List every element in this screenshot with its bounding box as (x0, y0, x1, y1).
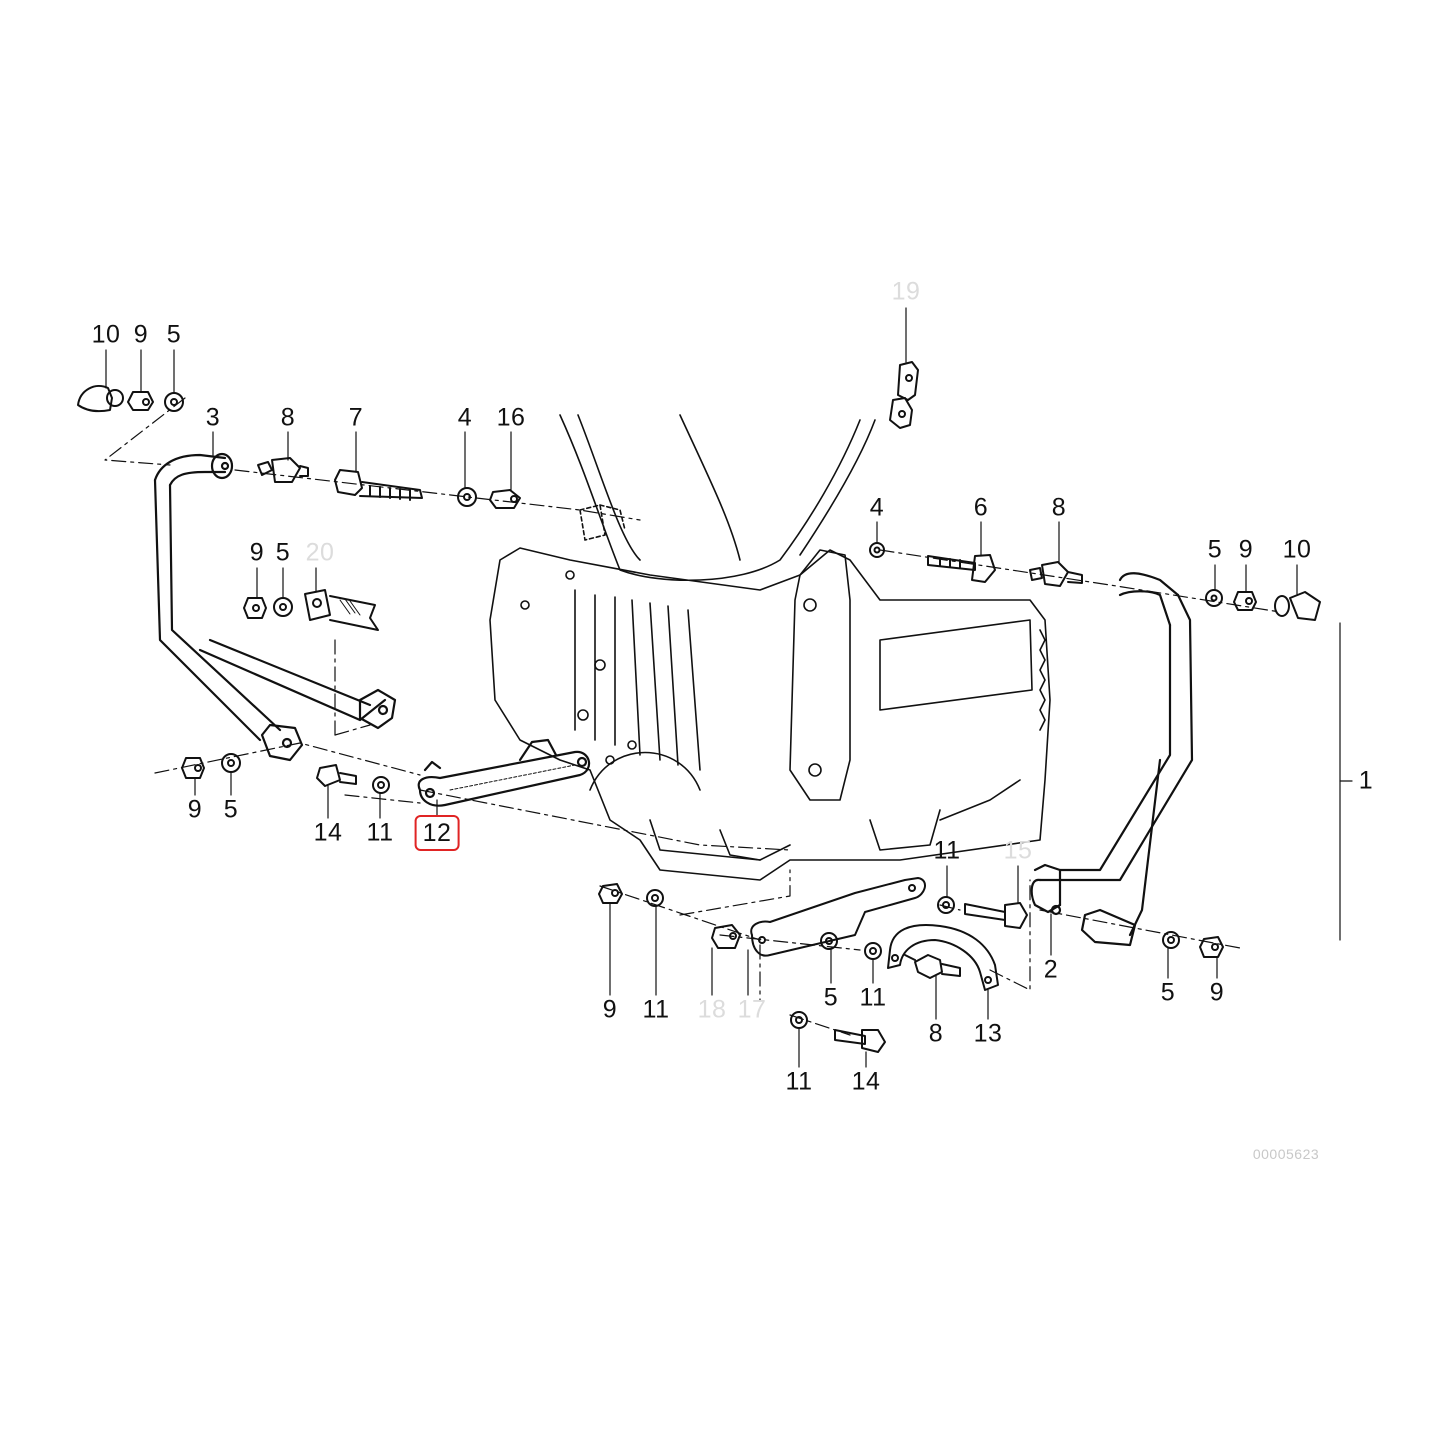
adapter-left[interactable] (257, 457, 309, 483)
washer-icon[interactable] (164, 392, 184, 412)
callout-5-bot[interactable]: 5 (823, 983, 839, 1012)
bolt-6[interactable] (927, 554, 996, 583)
callout-5-left-bot[interactable]: 5 (223, 795, 239, 824)
callout-12[interactable]: 12 (414, 815, 460, 851)
bracket-19[interactable] (889, 361, 919, 429)
tab-20[interactable] (304, 589, 379, 631)
callout-10-left[interactable]: 10 (91, 320, 121, 349)
clamp-13[interactable] (887, 924, 999, 991)
left-crash-bar[interactable] (153, 452, 397, 762)
callout-1[interactable]: 1 (1358, 766, 1374, 795)
adapter-right[interactable] (1029, 561, 1083, 587)
callout-11-upper[interactable]: 11 (933, 836, 961, 865)
washer-11-bot[interactable] (646, 889, 664, 907)
callout-15[interactable]: 15 (1003, 836, 1033, 865)
callout-11-left[interactable]: 11 (366, 818, 394, 847)
washer-11-lowest[interactable] (790, 1011, 808, 1029)
washer-11-bot2[interactable] (864, 942, 882, 960)
nut-mid[interactable] (243, 597, 267, 619)
callout-5-right-top[interactable]: 5 (1207, 535, 1223, 564)
callout-9-right-bot[interactable]: 9 (1209, 978, 1225, 1007)
engine-block (489, 414, 1051, 881)
right-crash-bar[interactable] (1030, 572, 1194, 947)
nut-right-top[interactable] (1233, 591, 1257, 611)
callout-17[interactable]: 17 (737, 995, 767, 1024)
callout-19[interactable]: 19 (891, 277, 921, 306)
callout-11-bot2[interactable]: 11 (859, 983, 887, 1012)
washer-11-left[interactable] (372, 776, 390, 794)
callout-11-lowest[interactable]: 11 (785, 1067, 813, 1096)
callout-4-right[interactable]: 4 (869, 493, 885, 522)
washer-4-left[interactable] (457, 487, 477, 507)
callout-9-mid[interactable]: 9 (249, 538, 265, 567)
callout-11-bot[interactable]: 11 (642, 995, 670, 1024)
callout-4-left[interactable]: 4 (457, 403, 473, 432)
callout-8-bot[interactable]: 8 (928, 1019, 944, 1048)
callout-7[interactable]: 7 (348, 403, 364, 432)
washer-5-bot[interactable] (820, 932, 838, 950)
callout-3[interactable]: 3 (205, 403, 221, 432)
spacer-16[interactable] (489, 489, 521, 509)
end-cap-right[interactable] (1274, 591, 1321, 621)
stud-8-bot[interactable] (904, 954, 961, 979)
washer-11-upper[interactable] (937, 896, 955, 914)
leader-lines (105, 307, 1353, 1068)
bracket-17[interactable] (750, 877, 926, 957)
bolt-14-left[interactable] (316, 764, 357, 787)
callout-6[interactable]: 6 (973, 493, 989, 522)
bolt-long[interactable] (334, 469, 423, 501)
callout-8-left[interactable]: 8 (280, 403, 296, 432)
nut-bot[interactable] (598, 883, 623, 904)
washer-mid[interactable] (273, 597, 293, 617)
footrest-bracket-12[interactable] (417, 738, 591, 807)
bolt-15[interactable] (964, 902, 1028, 929)
spacer-18[interactable] (711, 924, 741, 949)
nut-icon[interactable] (127, 391, 154, 411)
callout-10-right[interactable]: 10 (1282, 535, 1312, 564)
callout-5-left-top[interactable]: 5 (166, 320, 182, 349)
callout-9-left-bot[interactable]: 9 (187, 795, 203, 824)
callout-5-mid[interactable]: 5 (275, 538, 291, 567)
washer-right-top[interactable] (1205, 589, 1223, 607)
washer-5-right-bot[interactable] (1162, 931, 1180, 949)
callout-18[interactable]: 18 (697, 995, 727, 1024)
end-cap-left[interactable] (77, 385, 124, 413)
nut-left-bot[interactable] (181, 757, 205, 779)
washer-left-bot[interactable] (221, 753, 241, 773)
assembly-lines (104, 397, 1281, 1036)
callout-14-bot[interactable]: 14 (851, 1067, 881, 1096)
bolt-14-bot[interactable] (834, 1029, 886, 1053)
callout-16[interactable]: 16 (496, 403, 526, 432)
callout-5-right-bot[interactable]: 5 (1160, 978, 1176, 1007)
callout-14-left[interactable]: 14 (313, 818, 343, 847)
callout-9-right-top[interactable]: 9 (1238, 535, 1254, 564)
callout-20[interactable]: 20 (305, 538, 335, 567)
callout-9-left-top[interactable]: 9 (133, 320, 149, 349)
callout-13[interactable]: 13 (973, 1019, 1003, 1048)
callout-2[interactable]: 2 (1043, 955, 1059, 984)
callout-9-bot[interactable]: 9 (602, 995, 618, 1024)
nut-right-bot[interactable] (1199, 936, 1224, 958)
callout-8-right[interactable]: 8 (1051, 493, 1067, 522)
diagram-reference-number: 00005623 (1252, 1146, 1320, 1162)
